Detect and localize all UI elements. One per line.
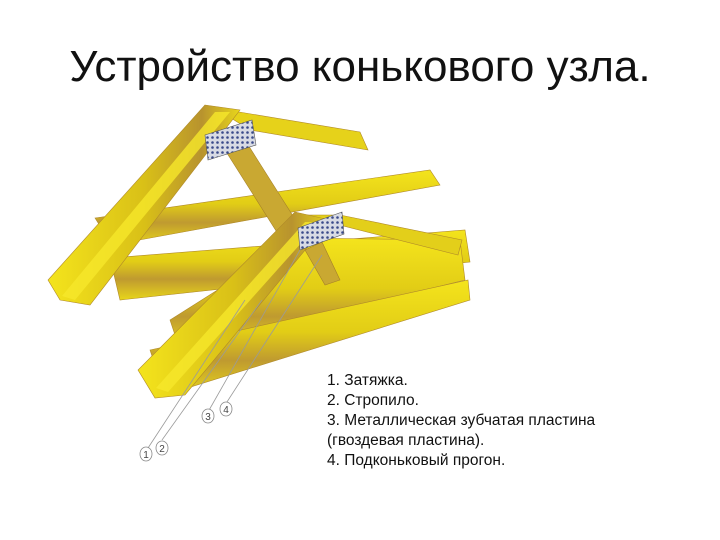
svg-text:2: 2	[159, 444, 165, 455]
slide-title: Устройство конькового узла.	[69, 42, 651, 91]
callout-3: 3	[201, 408, 215, 424]
callout-1: 1	[139, 446, 153, 462]
callout-2: 2	[155, 440, 169, 456]
nail-plate-front	[297, 211, 345, 251]
legend-item-rafter: 2. Стропило.	[327, 392, 419, 409]
svg-text:1: 1	[143, 450, 149, 461]
legend-item-nail-plate-note: (гвоздевая пластина).	[327, 432, 485, 449]
legend-item-ridge-purlin: 4. Подконьковый прогон.	[327, 452, 506, 469]
callout-4: 4	[219, 401, 233, 417]
legend: 1. Затяжка. 2. Стропило. 3. Металлическа…	[327, 371, 595, 471]
svg-text:4: 4	[223, 405, 229, 416]
svg-text:3: 3	[205, 412, 211, 423]
callout-lines	[147, 249, 323, 449]
legend-item-nail-plate: 3. Металлическая зубчатая пластина	[327, 412, 596, 429]
nail-plate-back	[204, 119, 257, 161]
front-truss	[137, 211, 471, 399]
legend-item-tie: 1. Затяжка.	[327, 372, 408, 389]
callout-markers: 1 2 3 4	[139, 401, 233, 462]
